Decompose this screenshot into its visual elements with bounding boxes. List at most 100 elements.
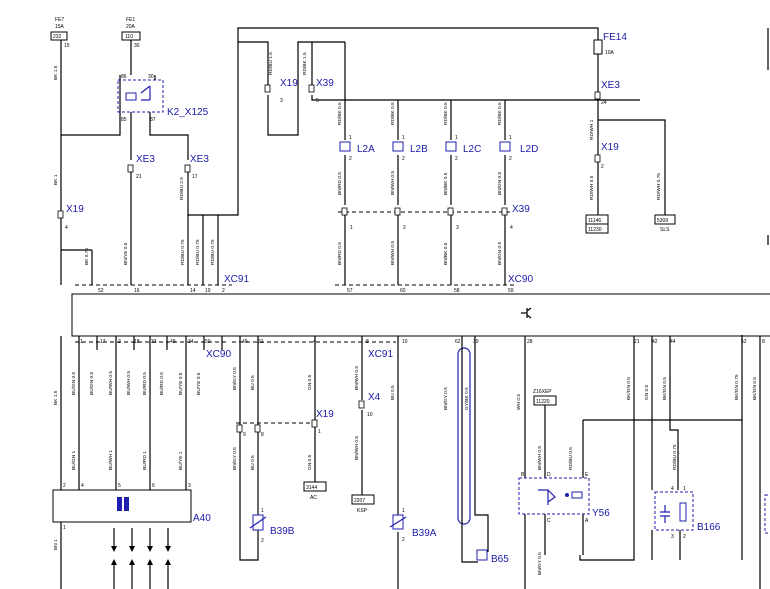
wire-label-rdbk05-b: RD/BK 0.5 [390, 102, 396, 125]
connector-xe3-c[interactable]: XE3 24 [594, 80, 620, 106]
wire-label-rdbu075-c: RD/BU 0.75 [210, 239, 216, 265]
fuse-fe14-rating: 10A [605, 50, 615, 56]
actuator-y56-pin-b: B [521, 472, 525, 478]
connector-x39-top[interactable]: X39 5 [308, 78, 334, 104]
connector-x19-bot-p8 [254, 424, 261, 433]
fuse-fe7-boxnum: 232 [53, 34, 62, 40]
wire-label-bugn-b: BU/GN 0.5 [89, 371, 95, 395]
relay-k2-x125[interactable]: 86 30 85 87 K2_X125 [117, 74, 209, 123]
module-a40-pin-1: 1 [63, 525, 66, 531]
connector-x19-left-pin [57, 210, 64, 219]
sensor-b39a-slash-icon [389, 516, 407, 528]
ecu-box [71, 293, 770, 337]
connector-x19-bot-n9: 9 [243, 432, 246, 438]
wire-label-bngn: BN/GN 0.5 [497, 171, 503, 195]
injector-l2b[interactable]: L2B 1 2 [392, 100, 428, 205]
connector-xe3-b-pin [184, 164, 191, 173]
ecu-bot-pin-21: 21 [258, 339, 264, 345]
wire-label-bk15-top: BK 1.5 [53, 65, 59, 80]
injector-l2b-label: L2B [410, 144, 428, 155]
sensor-b166-capacitor-icon [660, 505, 670, 523]
ecu-top-pin-58: 58 [454, 288, 460, 294]
connector-x39-mid-n3: 3 [456, 225, 459, 231]
wire-label-bnwh-x4: BN/WH 0.5 [354, 366, 360, 390]
connector-xe3-b[interactable]: XE3 17 [184, 154, 209, 180]
injector-l2a-pin2: 2 [349, 156, 352, 162]
wire-y56 [524, 336, 584, 589]
wire-label-bn1: BN 1 [53, 539, 59, 550]
module-a40[interactable]: A40 2 4 5 6 3 1 [52, 483, 211, 531]
wire-label-bk1: BK 1 [53, 174, 59, 185]
module-a40-pin-3: 3 [188, 483, 191, 489]
sensor-b65-label: B65 [491, 554, 509, 565]
connector-xc91-bot-label: XC91 [368, 349, 393, 360]
ref-ksp-text: KSP [357, 508, 368, 514]
ecu-module[interactable] [71, 293, 770, 337]
ecu-bot-pin-18: 18 [134, 339, 140, 345]
connector-x39-mid[interactable]: X39 1 2 3 4 [338, 204, 530, 231]
sensor-b39b[interactable]: B39B 1 2 [249, 508, 295, 544]
relay-coil-icon [125, 92, 137, 101]
wire-label-bnrd-low: BN/RD 0.5 [337, 242, 343, 265]
connector-xe3-a-label: XE3 [136, 154, 155, 165]
wire-label-rdbu075-b: RD/BU 0.75 [195, 239, 201, 265]
sensor-b65[interactable]: B65 [457, 336, 509, 565]
ref-3144-box [303, 481, 327, 492]
wire-rdwh [597, 99, 666, 215]
connector-xe3-a-num: 21 [136, 174, 142, 180]
connector-xe3-a-pin [127, 164, 134, 173]
ecu-top-pin-numbers: 52 16 14 19 2 57 60 58 59 [98, 288, 514, 294]
wire-label-rdbu15: RD/BU 1.5 [268, 52, 274, 75]
injector-l2d[interactable]: L2D 1 2 [499, 100, 538, 205]
sensor-b39b-slash-icon [249, 516, 267, 529]
injector-l2a-label: L2A [357, 144, 375, 155]
ref-5309[interactable]: 5309 SLS [654, 214, 676, 233]
ecu-bot-pin-34: 34 [188, 339, 194, 345]
sensor-b166-pin-4: 4 [671, 486, 674, 492]
wire-label-bu-b39a: BU 0.5 [390, 385, 396, 400]
arrow-up-icon [111, 559, 171, 565]
wire-xe3-down [130, 27, 599, 285]
ref-11146[interactable]: 11146 11230 [585, 214, 609, 234]
sensor-b39a-icon [392, 514, 404, 530]
actuator-y56-pin-c: C [547, 518, 551, 524]
fuse-fe1-pin: 30 [134, 43, 140, 49]
actuator-y56-coil-icon [571, 491, 583, 499]
wire-label-gn-b: GN 0.5 [307, 454, 313, 470]
connector-x4[interactable]: X4 10 [358, 392, 381, 418]
connector-x19-left[interactable]: X19 4 [57, 204, 84, 231]
wire-label-burd: BU/RD 0.5 [142, 372, 148, 395]
connector-x4-pin [358, 400, 365, 409]
injector-l2a[interactable]: L2A 1 2 [339, 100, 375, 205]
sensor-b166-pin-2: 2 [683, 534, 686, 540]
ecu-bot-pin-50: 50 [205, 339, 211, 345]
ref-3144[interactable]: 3144 AC [303, 481, 327, 501]
wire-a40-bus [60, 336, 187, 589]
wire-label-bnwh-low: BN/WH 0.5 [390, 241, 396, 265]
injector-l2a-pin1: 1 [349, 135, 352, 141]
a40-arrow-shafts-down [113, 528, 169, 548]
injector-l2c-icon [445, 141, 457, 152]
connector-xc91-top-label: XC91 [224, 274, 249, 285]
fuse-fe14[interactable]: FE14 10A [593, 32, 627, 56]
ref-2207[interactable]: 2207 KSP [351, 494, 375, 514]
wire-label-bnwh: BN/WH 0.5 [390, 171, 396, 195]
connector-x19-right[interactable]: X19 2 [594, 142, 619, 170]
actuator-y56[interactable]: B D E C A Y56 [518, 472, 610, 524]
sensor-b166[interactable]: 4 1 3 2 B166 [654, 486, 721, 540]
wire-label-bngy-b: BN/GY 0.5 [232, 447, 238, 470]
fuse-fe1-rating: 20A [126, 24, 136, 30]
sensor-b65-wires [461, 336, 489, 563]
connector-xe3-a[interactable]: XE3 21 [127, 154, 155, 180]
connector-x39-mid-n2: 2 [403, 225, 406, 231]
wire-label-gn-a: GN 0.5 [307, 374, 313, 390]
connector-xe3-c-pin [594, 91, 601, 100]
sensor-b39a[interactable]: B39A 1 2 [389, 508, 437, 543]
fuse-fe7[interactable]: FE7 15A 232 15 [50, 17, 70, 49]
wire-label-rdbu-b166: RD/BU 0.75 [672, 444, 678, 470]
ref-z16xep[interactable]: Z16XEP 11220 [533, 389, 557, 406]
connector-x19-top[interactable]: X19 3 [264, 78, 298, 104]
wire-label-bngn-low: BN/GN 0.5 [497, 241, 503, 265]
injector-l2c[interactable]: L2C 1 2 [445, 100, 481, 205]
ecu-bot-pin-49b: 49 [242, 339, 248, 345]
